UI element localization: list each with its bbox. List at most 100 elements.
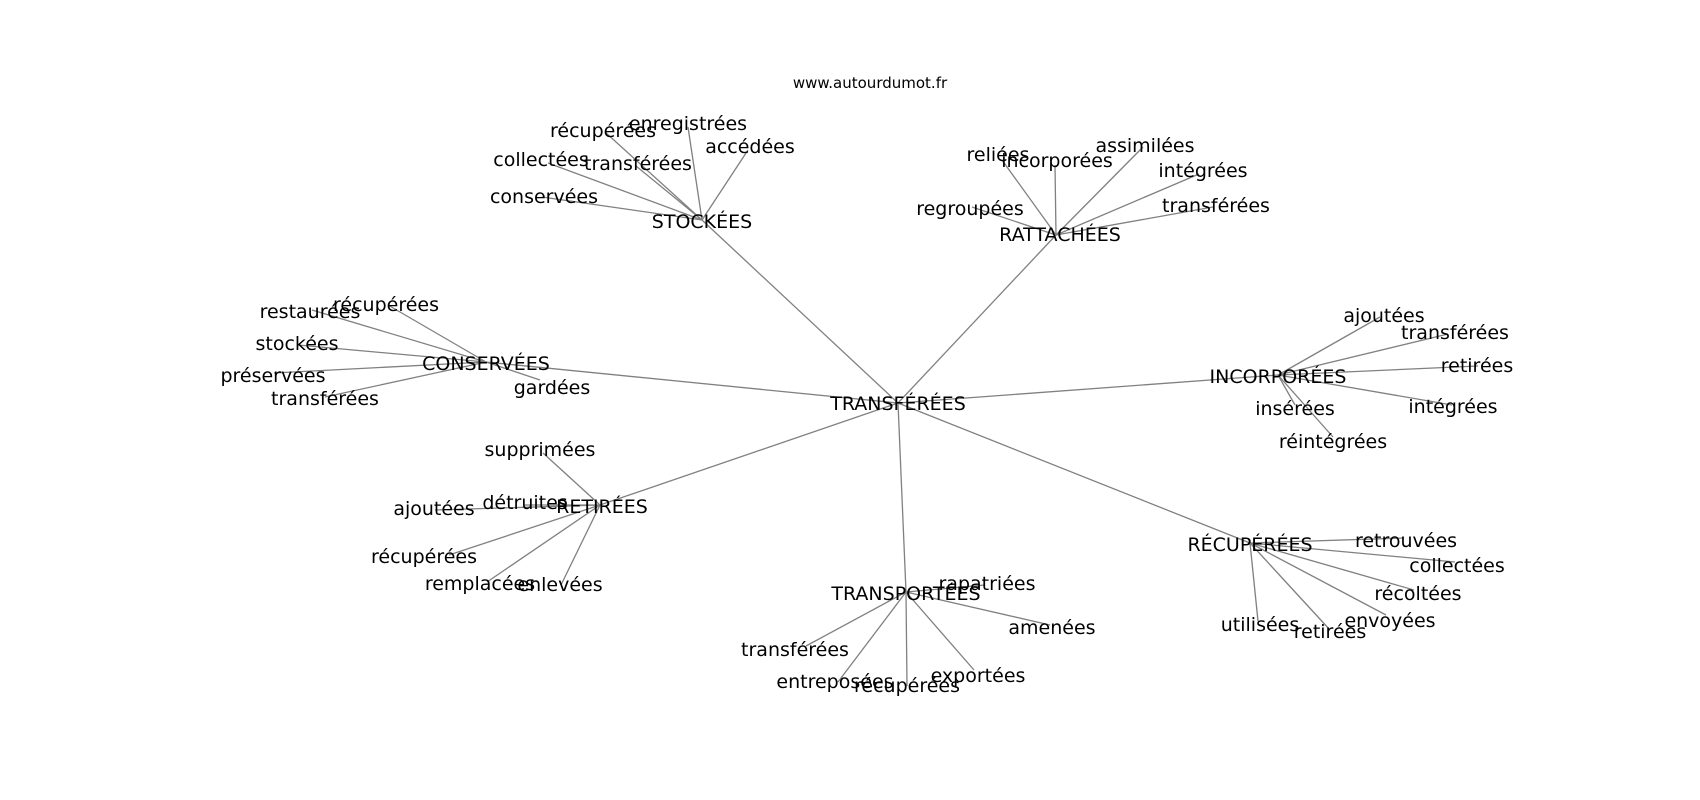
site-watermark: www.autourdumot.fr [793, 74, 948, 92]
leaf-node-label: récupérées [550, 120, 656, 142]
leaf-node-label: regroupées [916, 198, 1024, 220]
hub-to-leaf-edge [701, 149, 749, 221]
hub-to-leaf-edge [547, 162, 703, 221]
leaf-node-label: insérées [1255, 398, 1335, 420]
leaf-node-label: retrouvées [1355, 530, 1457, 552]
leaf-node-label: gardées [514, 377, 591, 399]
hub-to-leaf-edge [1001, 159, 1057, 236]
hub-to-leaf-edge [434, 504, 601, 511]
leaf-node-label: enlevées [517, 574, 602, 596]
hub-to-leaf-edge [805, 591, 907, 647]
leaf-node-label: récupérées [333, 294, 439, 316]
leaf-node-label: stockées [255, 333, 338, 355]
hub-node-label: TRANSPORTÉES [830, 582, 980, 605]
leaf-node-label: assimilées [1095, 135, 1194, 157]
hub-to-leaf-edge [905, 591, 975, 671]
leaf-node-label: ajoutées [393, 498, 474, 520]
center-node: TRANSFÉRÉES [829, 392, 966, 415]
leaf-node-label: restaurées [260, 301, 361, 323]
hub-to-leaf-edge [1055, 146, 1144, 236]
leaf-node-label: exportées [931, 665, 1026, 687]
leaf-node-label: reliées [967, 144, 1030, 166]
hub-to-leaf-edge [837, 591, 907, 683]
leaf-node-label: enregistrées [629, 113, 747, 135]
hub-to-leaf-edge [273, 361, 487, 374]
leaf-node-label: envoyées [1344, 610, 1435, 632]
leaf-node-label: amenées [1008, 617, 1095, 639]
leaf-node-label: ajoutées [1343, 305, 1424, 327]
hub-to-leaf-edge [1277, 365, 1479, 376]
hub-to-leaf-edge [635, 165, 703, 221]
leaf-node-label: transférées [741, 639, 849, 661]
leaf-node-label: entreposées [776, 671, 893, 693]
hub-to-leaf-edge [905, 591, 908, 687]
hub-to-leaf-edge [604, 131, 703, 221]
leaf-node-label: transférées [1162, 195, 1270, 217]
hub-to-leaf-edge [1055, 173, 1200, 236]
hub-to-leaf-edge [1277, 374, 1296, 406]
hub-to-leaf-edge [1277, 316, 1381, 376]
hub-node-label: INCORPORÉES [1210, 365, 1347, 388]
hub-to-leaf-edge [1277, 374, 1334, 438]
leaf-node-label: récoltées [1374, 583, 1461, 605]
hub-to-leaf-edge [1249, 542, 1415, 591]
center-to-hub-edge [485, 361, 899, 404]
hub-node-label: RETIRÉES [556, 495, 648, 518]
hub-to-leaf-edge [1249, 542, 1387, 616]
leaf-node-label: utilisées [1221, 614, 1300, 636]
leaf-node-label: transférées [271, 388, 379, 410]
hub-to-leaf-edge [485, 361, 541, 381]
leaf-node-label: collectées [493, 149, 589, 171]
center-to-hub-edge [897, 402, 907, 593]
center-to-hub-edge [599, 402, 899, 506]
hub-to-leaf-edge [297, 344, 487, 363]
hub-node-label: RATTACHÉES [999, 223, 1121, 246]
leaf-node-label: supprimées [485, 439, 596, 461]
center-to-hub-edge [701, 219, 899, 404]
leaf-node-label: transférées [584, 153, 692, 175]
hub-to-leaf-edge [560, 504, 601, 586]
hub-node-label: STOCKÉES [652, 210, 752, 233]
leaf-node-label: incorporées [1001, 150, 1113, 172]
leaf-node-label: intégrées [1158, 160, 1247, 182]
hub-to-leaf-edge [971, 206, 1057, 236]
leaf-node-label: transférées [1401, 322, 1509, 344]
hub-to-leaf-edge [541, 196, 703, 221]
hub-to-leaf-edge [311, 309, 487, 363]
hub-to-leaf-edge [542, 452, 601, 506]
leaf-node-label: retirées [1294, 621, 1366, 643]
hub-node-label: CONSERVÉES [422, 352, 550, 375]
graph-labels: www.autourdumot.fr TRANSFÉRÉES récupérée… [220, 74, 1513, 697]
hub-to-leaf-edge [1249, 542, 1331, 631]
center-to-hub-edge [897, 234, 1057, 404]
hub-to-leaf-edge [1249, 542, 1456, 563]
hub-to-leaf-edge [1249, 537, 1405, 544]
hub-to-leaf-edge [1277, 374, 1453, 406]
hub-to-leaf-edge [905, 591, 1051, 626]
leaf-node-label: accédées [705, 136, 795, 158]
hub-to-leaf-edge [324, 361, 487, 398]
center-to-hub-edge [897, 374, 1279, 404]
graph-edges [273, 126, 1479, 687]
leaf-node-label: réintégrées [1279, 431, 1387, 453]
hub-to-leaf-edge [905, 584, 986, 593]
leaf-node-label: remplacées [425, 573, 535, 595]
hub-to-leaf-edge [387, 304, 487, 363]
hub-to-leaf-edge [1054, 164, 1057, 236]
hub-to-leaf-edge [448, 504, 601, 556]
hub-to-leaf-edge [486, 504, 601, 583]
leaf-node-label: récupérées [371, 546, 477, 568]
leaf-node-label: rapatriées [939, 573, 1036, 595]
hub-node-label: RÉCUPÉRÉES [1187, 533, 1312, 556]
leaf-node-label: collectées [1409, 555, 1505, 577]
leaf-node-label: intégrées [1408, 396, 1497, 418]
leaf-node-label: récupérées [854, 675, 960, 697]
hub-to-leaf-edge [1277, 333, 1449, 376]
leaf-node-label: retirées [1441, 355, 1513, 377]
hub-to-leaf-edge [1055, 206, 1214, 236]
hub-to-leaf-edge [687, 126, 703, 221]
leaf-node-label: conservées [490, 186, 598, 208]
hub-to-leaf-edge [1249, 542, 1259, 622]
